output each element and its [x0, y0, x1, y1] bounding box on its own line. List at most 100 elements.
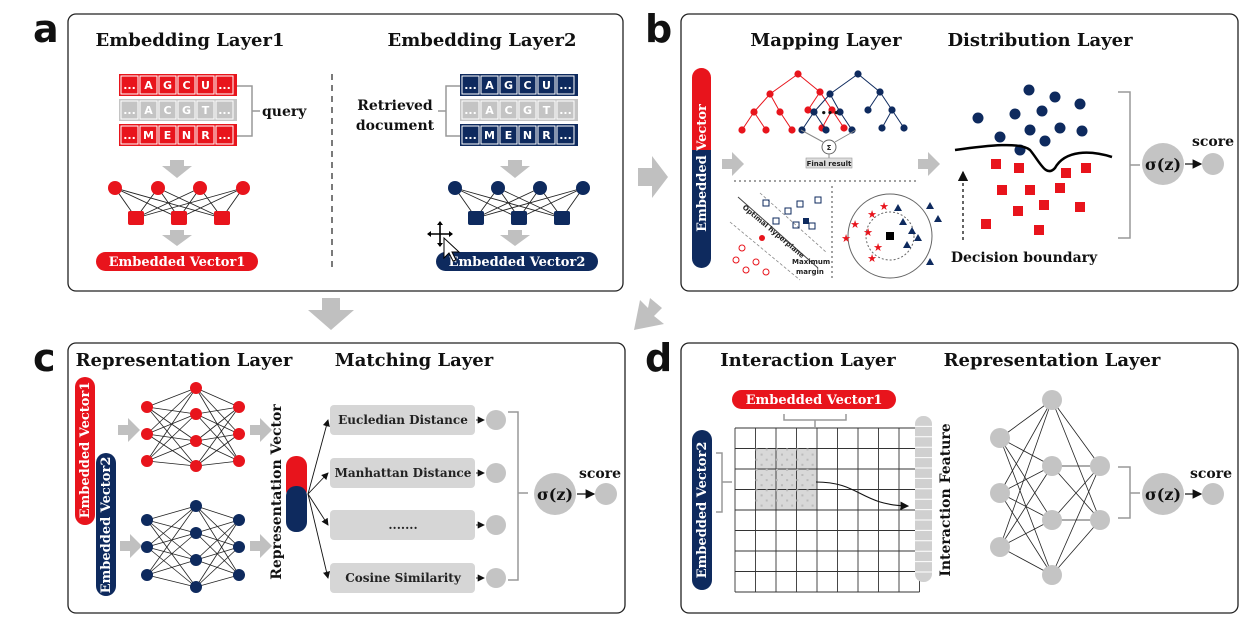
highlight-texture	[801, 494, 804, 497]
rep-net-navy-node	[141, 569, 153, 581]
svm-class-a-point	[808, 222, 816, 230]
highlight-texture	[791, 453, 794, 456]
dist-red-point	[1081, 163, 1091, 173]
dist-navy-point	[1009, 108, 1021, 120]
interaction-net-edge	[1051, 465, 1101, 576]
highlight-texture	[801, 463, 804, 466]
tree-red-edge	[753, 93, 771, 113]
rep-net-red-edge	[195, 387, 240, 408]
query-seq-cell-label: N	[182, 129, 191, 142]
rep-net-navy-edge	[146, 574, 197, 588]
query-seq-cell-label: C	[182, 79, 190, 92]
highlight-texture	[770, 494, 773, 497]
distribution-scatter	[972, 84, 1091, 235]
rep-net-red-node	[190, 382, 202, 394]
rep-net-navy-node	[141, 514, 153, 526]
query-seq-cell-label: R	[201, 129, 210, 142]
panel-d-sigma-label: σ(z)	[1145, 485, 1181, 504]
tree-red-edge	[753, 111, 767, 131]
query-seq-cell	[177, 100, 196, 120]
tree-navy-node	[810, 108, 818, 116]
rep-net-navy-edge	[195, 519, 240, 561]
highlight-texture	[791, 474, 794, 476]
sum-symbol: Σ	[827, 144, 832, 152]
rep-net-navy-node	[233, 569, 245, 581]
svm-class-b-point	[752, 258, 760, 266]
matcher-output-node	[486, 568, 506, 588]
highlight-texture	[811, 504, 814, 507]
query-seq-cell	[120, 100, 139, 120]
embedded-vector1-label: Embedded Vector1	[109, 255, 246, 270]
rep-net-red-edge	[195, 433, 240, 467]
rep-net-red-edge	[146, 413, 197, 462]
knn-inner-circle	[865, 211, 915, 261]
highlight-texture	[786, 479, 789, 482]
hyperplane-label: Optimal hyperplane	[741, 203, 806, 260]
tree-navy-node	[836, 108, 844, 116]
document-representation-network	[141, 500, 245, 593]
final-result-box	[805, 157, 853, 169]
rep-net-red-edge	[195, 433, 240, 442]
tree-navy-node	[888, 106, 896, 114]
highlight-texture	[806, 448, 809, 451]
rep-net-red-edge	[146, 440, 197, 462]
query-seq-cell-label: ...	[123, 104, 136, 117]
highlight-texture	[796, 458, 799, 461]
tree-red-node	[788, 126, 796, 134]
knn-triangle	[926, 202, 934, 209]
highlight-texture	[755, 479, 758, 482]
panel-d-vector1-label: Embedded Vector1	[746, 393, 883, 408]
dist-red-point	[1039, 200, 1049, 210]
highlight-texture	[765, 489, 768, 492]
highlight-texture	[811, 474, 814, 476]
query-seq-cell-label: U	[201, 79, 210, 92]
knn-triangle	[894, 204, 902, 211]
svm-class-a-point	[762, 199, 770, 207]
highlight-texture	[796, 489, 799, 492]
doc-seq-cell	[480, 75, 499, 95]
retrieved-label-line2: document	[356, 118, 435, 134]
highlight-texture	[755, 468, 758, 471]
query-bracket	[237, 85, 260, 137]
highlight-texture	[781, 463, 783, 466]
decision-trees	[738, 70, 908, 134]
interaction-net-edge	[1051, 399, 1101, 521]
rep-net-navy-edge	[146, 505, 197, 548]
retrieved-label-line1: Retrieved	[357, 98, 433, 114]
query-net-edge	[178, 187, 244, 219]
rep-net-red-edge	[146, 387, 197, 435]
highlight-texture	[806, 479, 809, 482]
panel-b-letter: b	[645, 7, 672, 51]
dist-navy-point	[972, 112, 984, 124]
interaction-net-edge	[1051, 465, 1101, 521]
query-seq-cell	[158, 125, 177, 145]
matcher-box	[330, 563, 475, 593]
svm-class-b-point	[732, 256, 740, 264]
query-seq-cell	[139, 100, 158, 120]
panel-d-score-label: score	[1190, 466, 1232, 482]
tree-navy-edge	[801, 111, 815, 131]
arrow-down-query-2	[162, 230, 192, 246]
panel-c-score-label: score	[579, 466, 621, 482]
interaction-net-edge	[999, 399, 1053, 439]
doc-seq-cell-label: ...	[559, 129, 572, 142]
highlight-texture	[796, 479, 799, 482]
embedded-vector1-pill	[96, 252, 258, 271]
dist-navy-point	[1076, 125, 1088, 137]
rep-net-red-edge	[146, 460, 197, 467]
panel-d-sigma-node	[1142, 473, 1184, 515]
highlight-texture	[770, 484, 773, 487]
panel-b-score-label: score	[1192, 134, 1234, 150]
mapping-title: Mapping Layer	[750, 30, 902, 51]
matcher-label: Cosine Similarity	[345, 571, 462, 585]
doc-seq-cell	[499, 100, 518, 120]
query-seq-cell	[120, 75, 139, 95]
rep-net-navy-node	[190, 527, 202, 539]
panel-c-letter: c	[33, 336, 56, 380]
matcher-output-node	[486, 463, 506, 483]
rep-net-navy-edge	[146, 559, 197, 576]
svm-diagram	[729, 192, 827, 281]
doc-seq-cell	[518, 100, 537, 120]
knn-triangle	[934, 215, 942, 222]
